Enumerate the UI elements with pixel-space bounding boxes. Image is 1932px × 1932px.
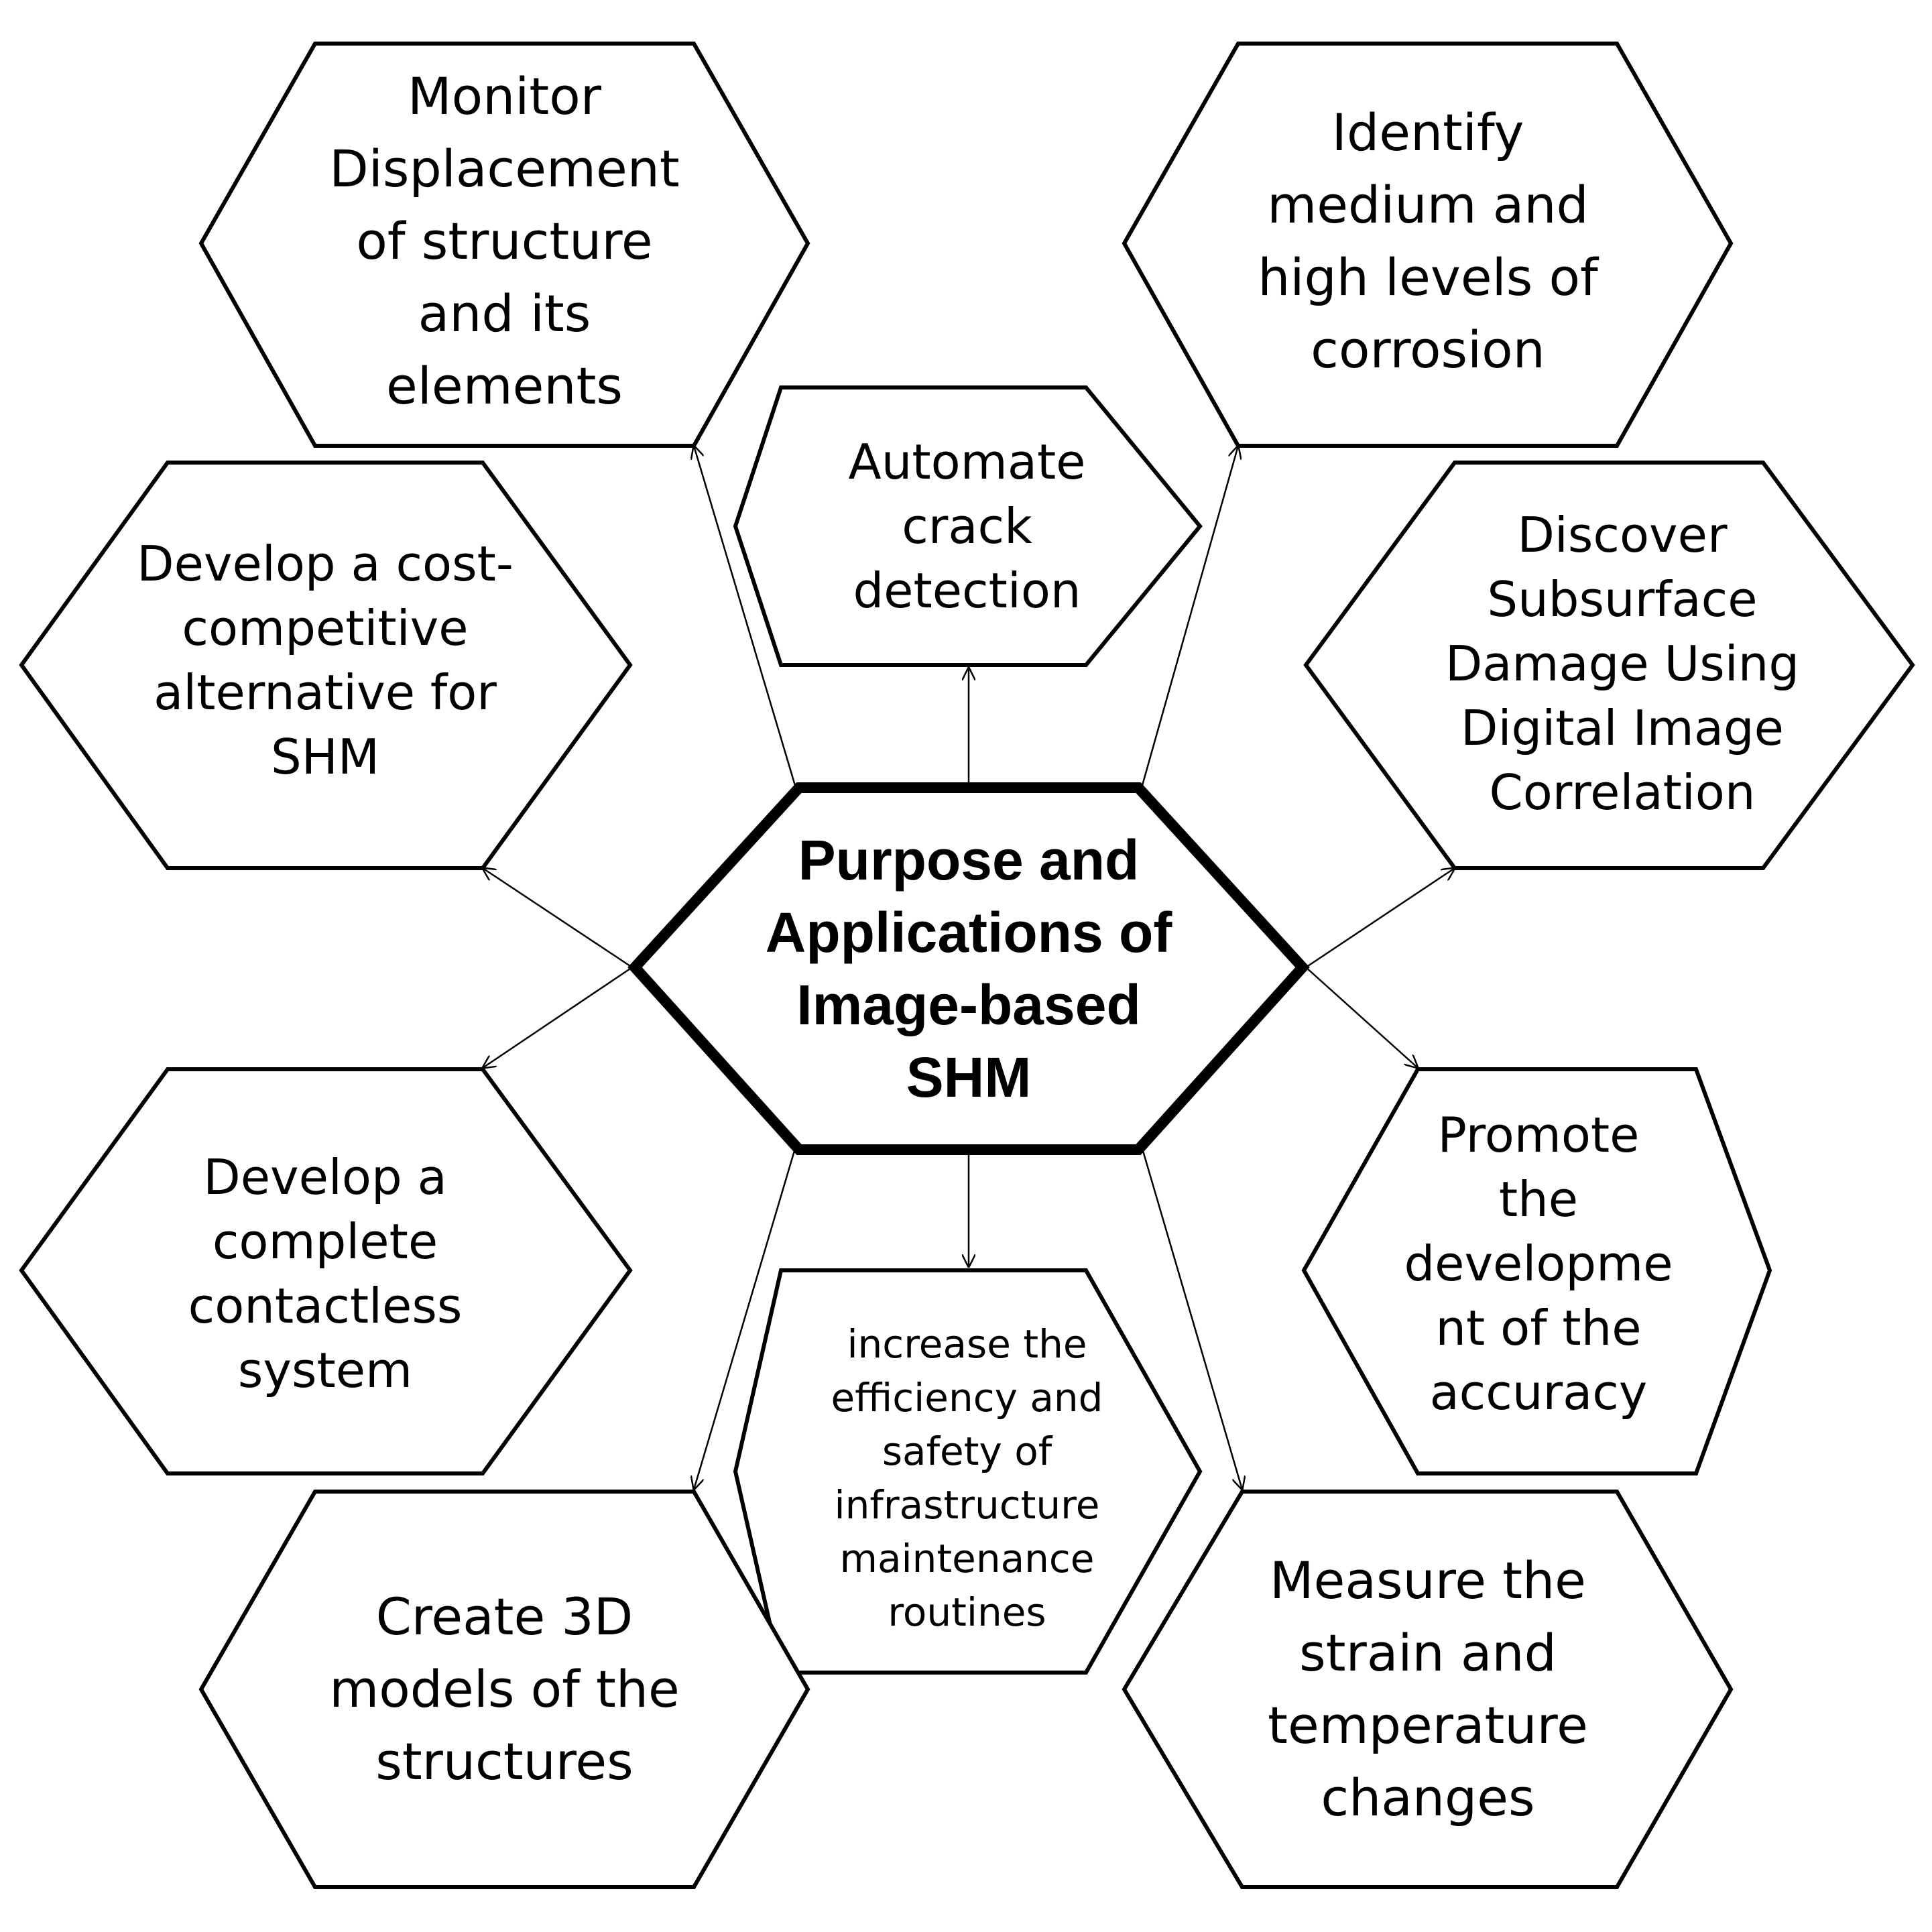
connector-identify-corrosion: [1140, 446, 1238, 788]
hexagon-center: [627, 782, 1310, 1155]
label-promote-accuracy: Promote the developme nt of the accuracy: [1404, 1107, 1673, 1421]
connector-create-3d-models: [694, 1146, 797, 1490]
diagram-title: Purpose and Applications of Image-based …: [765, 829, 1172, 1109]
hexagon-discover-subsurface-damage: [1303, 461, 1915, 870]
connector-promote-accuracy: [1305, 967, 1418, 1068]
label-create-3d-models: Create 3D models of the structures: [329, 1587, 680, 1791]
connector-measure-strain-temperature: [1140, 1146, 1242, 1490]
hexagon-identify-corrosion: [1122, 42, 1734, 448]
connector-monitor-displacement: [694, 446, 797, 788]
connector-develop-contactless-system: [483, 966, 633, 1068]
hexagon-automate-crack-detection: [733, 385, 1203, 667]
label-discover-subsurface-damage: Discover Subsurface Damage Using Digital…: [1445, 507, 1800, 821]
label-increase-efficiency-safety: increase the efficiency and safety of in…: [831, 1321, 1103, 1635]
label-automate-crack-detection: Automate crack detection: [848, 434, 1086, 619]
connector-develop-cost-competitive: [483, 868, 633, 969]
label-develop-cost-competitive: Develop a cost- competitive alternative …: [137, 536, 514, 785]
label-monitor-displacement: Monitor Displacement of structure and it…: [329, 66, 680, 416]
hexagon-increase-efficiency-safety: [733, 1268, 1203, 1675]
hexagon-develop-cost-competitive: [19, 461, 633, 870]
hexagon-measure-strain-temperature: [1122, 1490, 1734, 1889]
connector-discover-subsurface-damage: [1305, 868, 1455, 969]
label-measure-strain-temperature: Measure the strain and temperature chang…: [1268, 1551, 1588, 1827]
hexagon-develop-contactless-system: [19, 1067, 633, 1475]
label-develop-contactless-system: Develop a complete contactless system: [188, 1149, 463, 1398]
hexagon-create-3d-models: [198, 1490, 810, 1889]
hexagons: [19, 42, 1915, 1889]
hexagon-monitor-displacement: [198, 42, 810, 448]
connectors: [483, 446, 1455, 1490]
hexagon-promote-accuracy: [1301, 1067, 1772, 1475]
label-identify-corrosion: Identify medium and high levels of corro…: [1258, 103, 1598, 379]
